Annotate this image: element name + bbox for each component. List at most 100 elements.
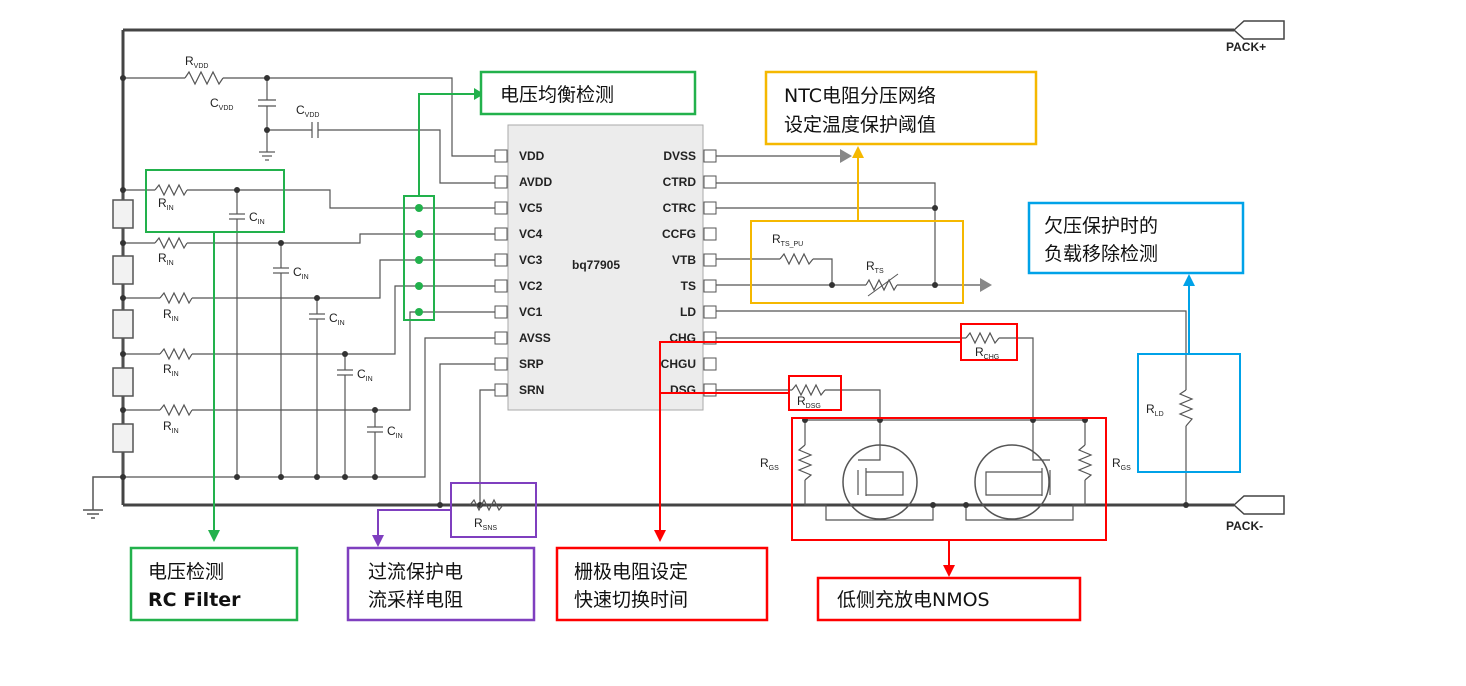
pack-minus-label: PACK- [1226, 519, 1263, 533]
pin-vtb-label: VTB [672, 253, 696, 267]
pin-ts-label: TS [681, 279, 696, 293]
pin-dsg-label: DSG [670, 383, 696, 397]
pin-chgu-label: CHGU [661, 357, 696, 371]
rc-filter-network [123, 183, 495, 505]
sense-resistor-callout: 过流保护电 流采样电阻 [346, 546, 536, 622]
pin-ld-label: LD [680, 305, 696, 319]
pin-srp-pad [494, 357, 508, 371]
rc-filter-text-1: 电压检测 [148, 561, 224, 583]
pin-ctrc-label: CTRC [663, 201, 697, 215]
pack-plus-connector[interactable]: PACK+ [1226, 20, 1285, 54]
sense-resistor-text-2: 流采样电阻 [368, 589, 463, 611]
r-ld-resistor [1178, 389, 1194, 427]
pin-srp-label: SRP [519, 357, 544, 371]
right-junction-dots [829, 205, 1189, 508]
r-chg-label: RCHG [975, 345, 999, 361]
pin-vc5-pad [494, 201, 508, 215]
gate-resistor-highlight [654, 323, 1018, 542]
cell-balance-text: 电压均衡检测 [500, 84, 614, 106]
pin-ctrd-pad [703, 175, 717, 189]
pin-vtb-pad [703, 253, 717, 267]
c-in-label: CIN [387, 424, 403, 440]
pin-avdd-pad [494, 175, 508, 189]
pin-vc1-label: VC1 [519, 305, 543, 319]
ntc-highlight [750, 146, 964, 304]
ntc-text-2: 设定温度保护阈值 [784, 114, 936, 136]
pin-dsg-pad [703, 383, 717, 397]
ntc-text-1: NTC电阻分压网络 [784, 85, 936, 107]
c-in-label: CIN [329, 311, 345, 327]
junction-dot [120, 75, 126, 81]
rc-junction-dots [120, 187, 483, 508]
battery-cells [112, 190, 134, 477]
ntc-callout: NTC电阻分压网络 设定温度保护阈值 [764, 70, 1038, 146]
r-vdd-label: RVDD [185, 54, 208, 70]
pin-avdd-label: AVDD [519, 175, 552, 189]
gate-resistor-text-2: 快速切换时间 [574, 589, 688, 611]
r-in-label: RIN [158, 251, 174, 267]
pin-vc2-label: VC2 [519, 279, 543, 293]
r-sns-resistor [469, 498, 504, 512]
pin-vc5-label: VC5 [519, 201, 543, 215]
r-in-label: RIN [163, 419, 179, 435]
sense-resistor-highlight [372, 482, 537, 547]
nmos-callout: 低侧充放电NMOS [816, 576, 1082, 622]
pin-avss-pad [494, 331, 508, 345]
junction-dot [264, 127, 270, 133]
load-detect-highlight [1137, 274, 1241, 473]
junction-dot [264, 75, 270, 81]
bq77905-chip[interactable]: bq77905 [507, 124, 704, 411]
nmos-highlight [791, 417, 1107, 577]
pack-plus-label: PACK+ [1226, 40, 1266, 54]
pin-vc4-pad [494, 227, 508, 241]
cell-balance-dots [415, 204, 423, 316]
r-in-label: RIN [163, 307, 179, 323]
nmos-text: 低侧充放电NMOS [837, 589, 990, 611]
right-wiring [716, 155, 1187, 505]
vdd-network [123, 70, 495, 184]
c-in-label: CIN [357, 367, 373, 383]
pin-vc3-pad [494, 253, 508, 267]
pin-vdd-label: VDD [519, 149, 545, 163]
ground-icon [83, 476, 123, 519]
rc-filter-text-2: RC Filter [148, 589, 241, 611]
r-ts-pu-label: RTS_PU [772, 232, 803, 248]
pin-ccfg-label: CCFG [662, 227, 696, 241]
pack-minus-connector[interactable]: PACK- [1226, 495, 1285, 533]
gate-resistor-callout: 栅极电阻设定 快速切换时间 [555, 546, 769, 622]
rc-filter-highlight [145, 169, 285, 542]
r-in-label: RIN [163, 362, 179, 378]
r-gs-label: RGS [1112, 456, 1131, 472]
r-ts-label: RTS [866, 259, 884, 275]
ntc-ground-arrow-icon [840, 149, 992, 292]
pin-ld-pad [703, 305, 717, 319]
pin-ctrc-pad [703, 201, 717, 215]
sense-resistor-text-1: 过流保护电 [368, 561, 463, 583]
load-detect-callout: 欠压保护时的 负载移除检测 [1027, 201, 1245, 275]
pin-dvss-label: DVSS [663, 149, 696, 163]
pin-ccfg-pad [703, 227, 717, 241]
cell-balance-callout: 电压均衡检测 [479, 70, 697, 116]
pin-chgu-pad [703, 357, 717, 371]
r-gs-label: RGS [760, 456, 779, 472]
r-dsg-label: RDSG [797, 394, 821, 410]
chip-name: bq77905 [572, 258, 620, 272]
pin-vdd-pad [494, 149, 508, 163]
pin-avss-label: AVSS [519, 331, 551, 345]
pin-vc4-label: VC4 [519, 227, 543, 241]
pin-vc2-pad [494, 279, 508, 293]
pin-vc3-label: VC3 [519, 253, 543, 267]
c-vdd-label-2: CVDD [296, 103, 319, 119]
pin-ts-pad [703, 279, 717, 293]
c-in-label: CIN [249, 210, 265, 226]
pin-ctrd-label: CTRD [663, 175, 697, 189]
cell-balance-highlight [403, 88, 484, 321]
pin-srn-pad [494, 383, 508, 397]
pin-vc1-pad [494, 305, 508, 319]
rc-filter-callout: 电压检测 RC Filter [129, 546, 299, 622]
mosfet-network [797, 419, 1093, 521]
r-sns-label: RSNS [474, 516, 497, 532]
c-in-label: CIN [293, 265, 309, 281]
